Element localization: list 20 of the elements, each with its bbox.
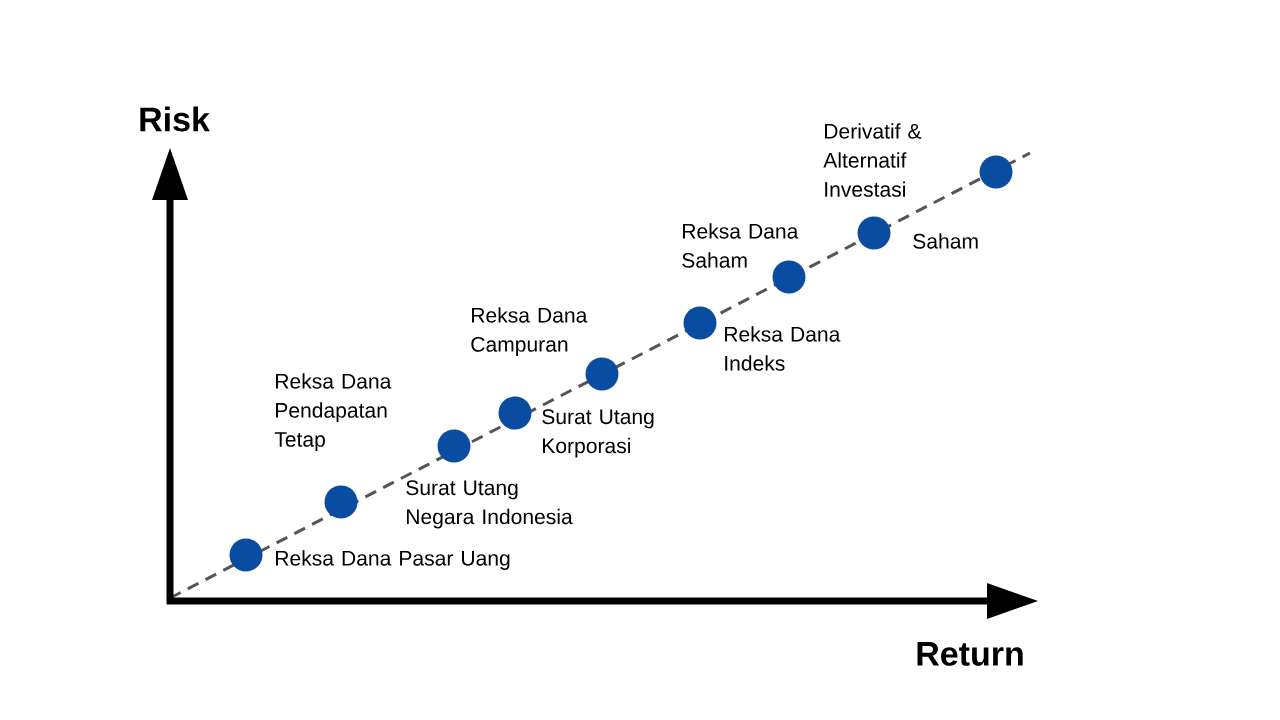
axis-label: Risk [140, 106, 210, 132]
dot [324, 485, 358, 519]
dot-label: Reksa Dana Saham [682, 223, 799, 268]
dot-label: Surat Utang Negara Indonesia [406, 480, 573, 529]
dot [585, 357, 619, 391]
dot-label: Reksa Dana Indeks [725, 326, 841, 371]
dot-label: Saham [913, 233, 978, 249]
dot [772, 260, 806, 294]
dot-label: Reksa Dana Pasar Uang [276, 550, 510, 570]
dot [857, 216, 891, 250]
dot [979, 155, 1013, 189]
dot-label: Surat Utang Korporasi [542, 409, 654, 458]
dot [683, 306, 717, 340]
dot [229, 538, 263, 572]
dot-label: Reksa Dana Campuran [471, 307, 588, 356]
axis-label: Return [917, 642, 1023, 666]
dot-label: Derivatif & Alternatif Investasi [823, 123, 922, 197]
dot [498, 396, 532, 430]
dot-label: Reksa Dana Pendapatan Tetap [274, 373, 392, 451]
dot [437, 429, 471, 463]
